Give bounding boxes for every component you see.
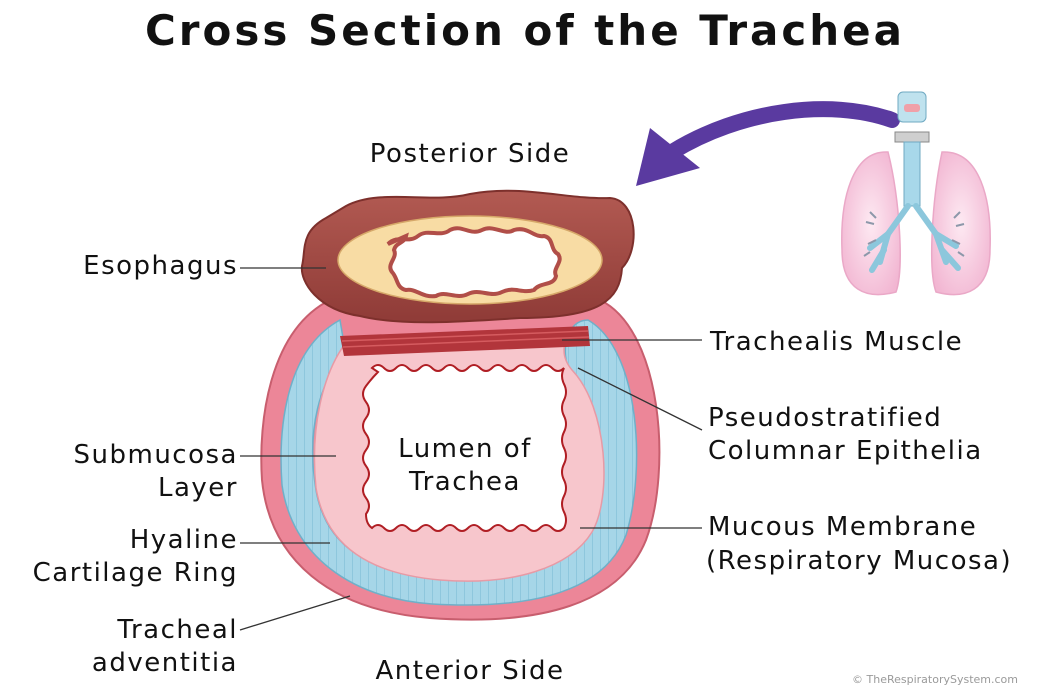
label-adventitia-2: adventitia	[91, 648, 238, 678]
leader-adventitia	[239, 595, 351, 631]
label-mucous-1: Mucous Membrane	[708, 512, 978, 542]
page-title: Cross Section of the Trachea	[144, 6, 906, 55]
label-mucous-2: (Respiratory Mucosa)	[706, 546, 1013, 576]
label-hyaline-2: Cartilage Ring	[32, 558, 238, 588]
arrowhead-icon	[636, 128, 700, 186]
label-anterior-side: Anterior Side	[375, 656, 565, 686]
lungs-inset-icon	[841, 91, 991, 296]
label-submucosa-1: Submucosa	[73, 440, 238, 470]
arrow-icon	[664, 101, 900, 160]
label-submucosa-2: Layer	[158, 473, 238, 503]
leader-epithelia	[577, 367, 703, 431]
copyright-notice: © TheRespiratorySystem.com	[852, 673, 1018, 686]
label-trachealis-muscle: Trachealis Muscle	[710, 327, 964, 357]
label-pseudostratified-2: Columnar Epithelia	[708, 436, 983, 466]
label-hyaline-1: Hyaline	[129, 525, 238, 555]
tracheal-lumen	[362, 364, 567, 532]
label-adventitia-1: Tracheal	[117, 615, 238, 645]
esophagus-lumen	[386, 226, 562, 299]
label-lumen-1: Lumen of	[398, 434, 532, 464]
label-lumen-2: Trachea	[409, 467, 521, 497]
label-esophagus: Esophagus	[83, 251, 238, 281]
label-pseudostratified-1: Pseudostratified	[708, 403, 943, 433]
label-posterior-side: Posterior Side	[369, 139, 571, 169]
